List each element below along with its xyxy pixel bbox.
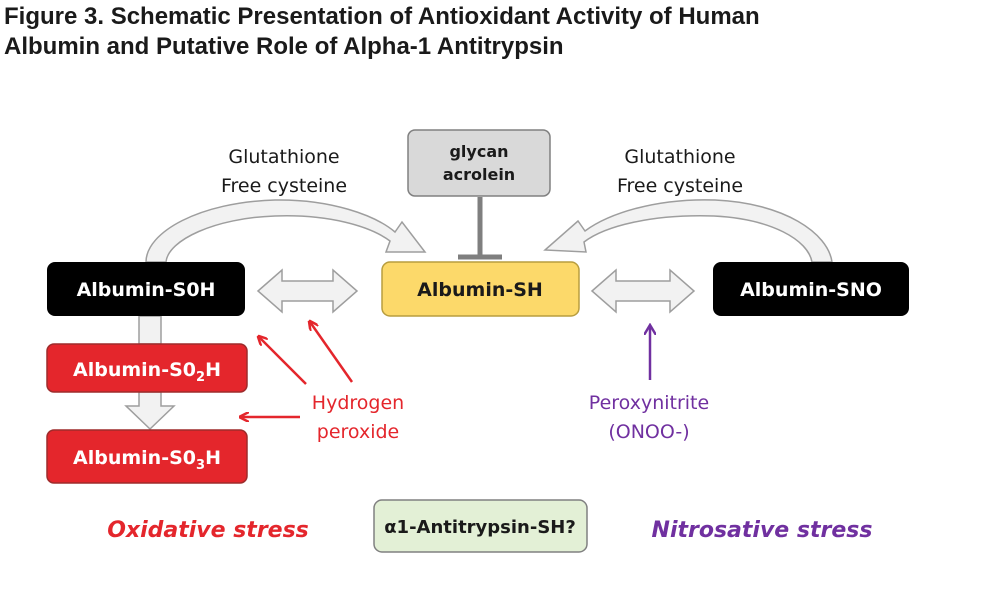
left-recycle-arrow	[145, 199, 427, 263]
acrolein-label: acrolein	[443, 165, 515, 184]
so2h-subscript: 2	[196, 370, 205, 385]
nitrosative-stress-label: Nitrosative stress	[652, 518, 873, 543]
glycan-acrolein-box	[407, 129, 551, 197]
so3h-subscript: 3	[196, 458, 205, 473]
peroxynitrite-label: Peroxynitrite	[589, 392, 709, 414]
glycan-label: glycan	[449, 142, 508, 161]
albumin-sh-box	[381, 261, 580, 317]
left-double-arrow	[256, 268, 359, 314]
so2h-to-so3h-arrow	[124, 391, 176, 431]
albumin-so3h-label: Albumin-S03H	[73, 447, 221, 473]
so2h-base: Albumin-S0	[73, 359, 196, 381]
so2h-tail: H	[205, 359, 221, 381]
so3h-tail: H	[205, 447, 221, 469]
albumin-soh-box	[47, 262, 245, 316]
right-free-cysteine-label: Free cysteine	[617, 175, 743, 197]
peroxide-label: peroxide	[317, 421, 399, 443]
albumin-sno-label: Albumin-SNO	[740, 279, 882, 301]
onoo-label: (ONOO-)	[608, 421, 689, 443]
albumin-sno-box	[713, 262, 909, 316]
figure-title: Figure 3. Schematic Presentation of Anti…	[4, 2, 994, 62]
right-recycle-arrow	[543, 199, 833, 263]
albumin-sh-label: Albumin-SH	[417, 279, 543, 301]
albumin-soh-label: Albumin-S0H	[77, 279, 216, 301]
right-glutathione-label: Glutathione	[624, 146, 735, 168]
figure-title-line-1: Figure 3. Schematic Presentation of Anti…	[4, 3, 760, 30]
left-free-cysteine-label: Free cysteine	[221, 175, 347, 197]
albumin-so2h-box	[46, 343, 248, 393]
h2o2-arrow-to-equilibrium	[310, 322, 354, 383]
antitrypsin-box	[373, 499, 588, 553]
h2o2-arrow-to-so2h	[259, 337, 307, 385]
left-glutathione-label: Glutathione	[228, 146, 339, 168]
albumin-so3h-box	[46, 429, 248, 484]
so3h-base: Albumin-S0	[73, 447, 196, 469]
soh-to-so2h-arrow	[138, 315, 162, 345]
figure-title-line-2: Albumin and Putative Role of Alpha-1 Ant…	[4, 33, 564, 60]
antitrypsin-label: α1-Antitrypsin-SH?	[384, 517, 576, 538]
hydrogen-label: Hydrogen	[312, 392, 404, 414]
oxidative-stress-label: Oxidative stress	[107, 518, 309, 543]
albumin-so2h-label: Albumin-S02H	[73, 359, 221, 385]
right-double-arrow	[590, 268, 696, 314]
